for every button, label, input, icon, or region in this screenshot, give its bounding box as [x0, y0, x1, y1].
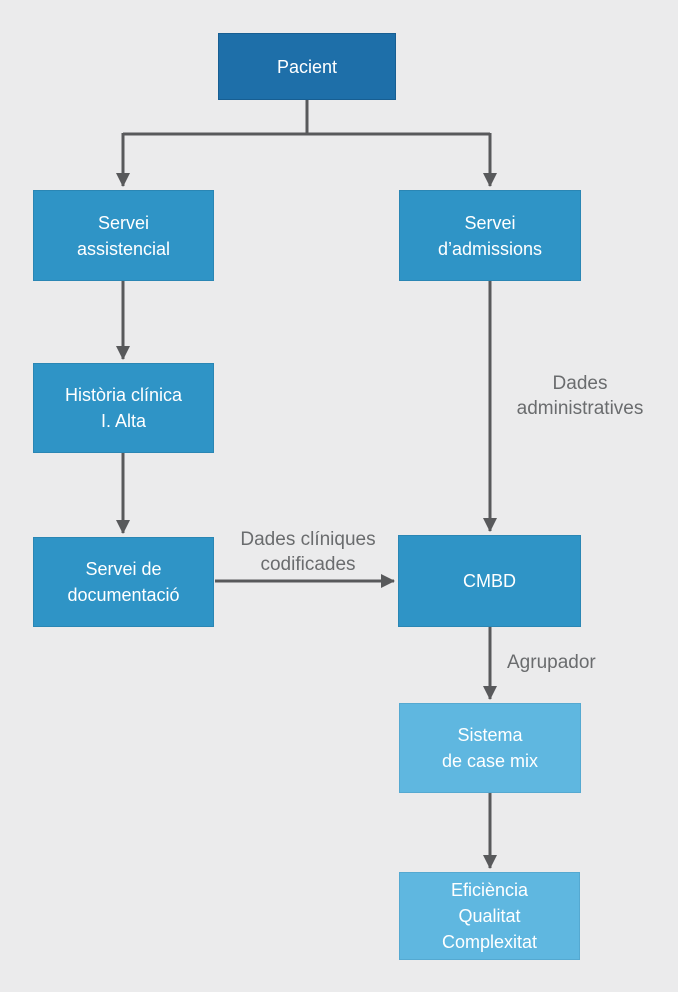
- edge-label-dades-cliniques: Dades clíniques codificades: [240, 529, 376, 575]
- node-sistema-case-mix: Sistema de case mix: [399, 703, 581, 793]
- node-cmbd: CMBD: [398, 535, 581, 627]
- edge-label-agrupador: Agrupador: [507, 652, 596, 673]
- node-historia-clinica: Història clínica I. Alta: [33, 363, 214, 453]
- edge-label-dades-administratives: Dades administratives: [516, 373, 644, 419]
- node-servei-admissions: Servei d’admissions: [399, 190, 581, 281]
- node-servei-documentacio: Servei de documentació: [33, 537, 214, 627]
- node-servei-assistencial: Servei assistencial: [33, 190, 214, 281]
- node-pacient: Pacient: [218, 33, 396, 100]
- node-eficiencia: Eficiència Qualitat Complexitat: [399, 872, 580, 960]
